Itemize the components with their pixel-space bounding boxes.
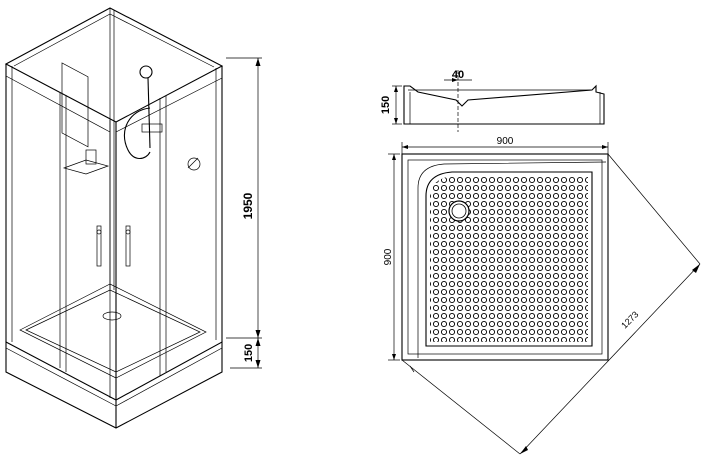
tray-outline <box>401 153 609 361</box>
shower-tray-base <box>5 341 223 429</box>
dimension-tray-depth: 900 <box>383 248 394 265</box>
door-handle-right <box>125 225 131 267</box>
door-handle-left <box>96 225 102 267</box>
soap-dish <box>141 123 163 133</box>
dimension-drain-offset: 40 <box>452 69 464 81</box>
dimension-tray-height-side: 150 <box>380 96 392 114</box>
tray-side-profile: 40 150 <box>380 69 605 132</box>
tray-plan-view: 900 900 1273 <box>383 136 701 455</box>
dimension-tray-width: 900 <box>497 136 514 147</box>
height-dimensions: 1950 150 <box>226 57 262 369</box>
dimension-cabin-height: 1950 <box>241 192 255 219</box>
anti-slip-surface <box>430 176 588 342</box>
dimension-diagonal: 1273 <box>619 309 640 330</box>
drain <box>102 311 122 321</box>
tray-basin <box>425 171 593 347</box>
dimension-tray-height-left: 150 <box>243 344 255 362</box>
shower-hose <box>123 107 151 160</box>
mixer-tap <box>187 157 201 171</box>
shower-head <box>139 65 153 79</box>
corner-shelf <box>62 159 110 175</box>
shower-cabin-perspective <box>4 7 224 429</box>
